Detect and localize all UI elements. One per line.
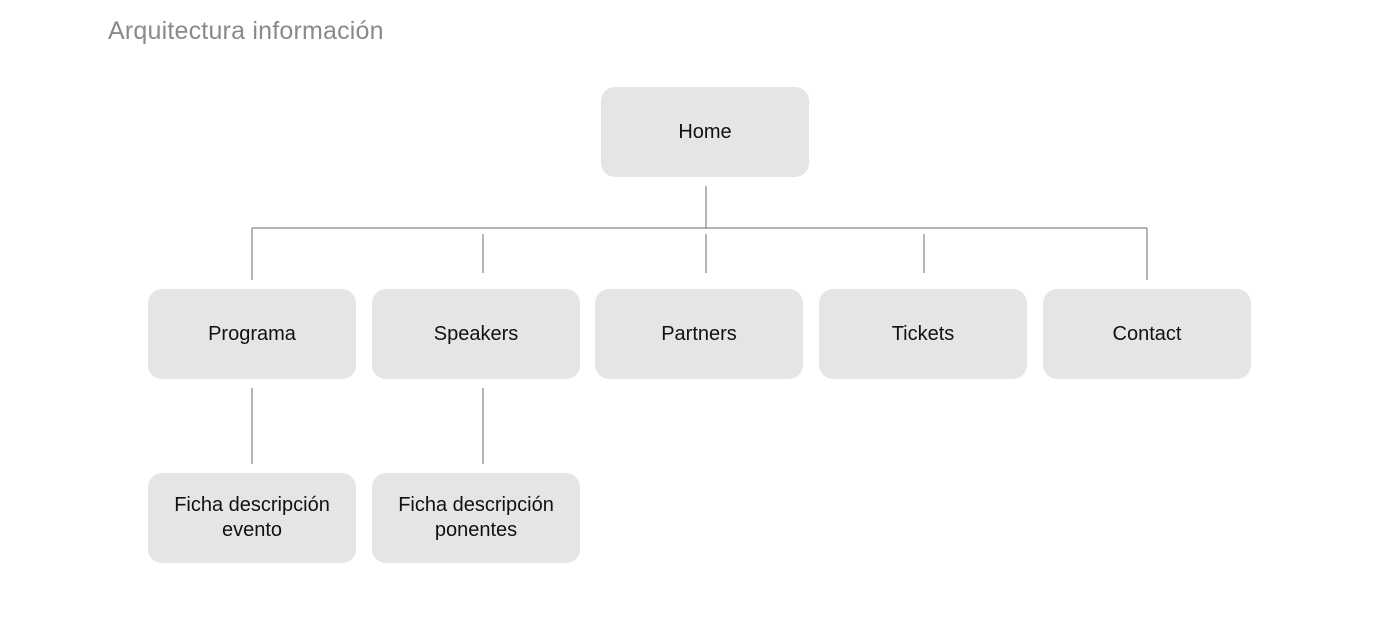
node-ficha-ponentes: Ficha descripción ponentes	[372, 473, 580, 563]
node-partners: Partners	[595, 289, 803, 379]
node-ficha-ponentes-label: Ficha descripción ponentes	[398, 493, 554, 543]
node-ficha-ponentes-line2: ponentes	[434, 519, 518, 541]
node-home-label: Home	[678, 120, 732, 143]
node-ficha-evento-label: Ficha descripción evento	[174, 493, 330, 543]
page-title: Arquitectura información	[108, 17, 384, 45]
node-ficha-evento-line1: Ficha descripción	[174, 494, 330, 516]
node-partners-label: Partners	[661, 322, 737, 345]
node-ficha-evento: Ficha descripción evento	[148, 473, 356, 563]
node-programa: Programa	[148, 289, 356, 379]
node-ficha-ponentes-line1: Ficha descripción	[398, 494, 554, 516]
node-tickets: Tickets	[819, 289, 1027, 379]
node-speakers-label: Speakers	[433, 322, 519, 345]
node-speakers: Speakers	[372, 289, 580, 379]
node-contact: Contact	[1043, 289, 1251, 379]
node-home: Home	[601, 87, 809, 177]
node-programa-label: Programa	[208, 322, 296, 345]
node-contact-label: Contact	[1112, 322, 1182, 345]
node-tickets-label: Tickets	[891, 322, 955, 345]
node-ficha-evento-line2: evento	[221, 519, 283, 541]
